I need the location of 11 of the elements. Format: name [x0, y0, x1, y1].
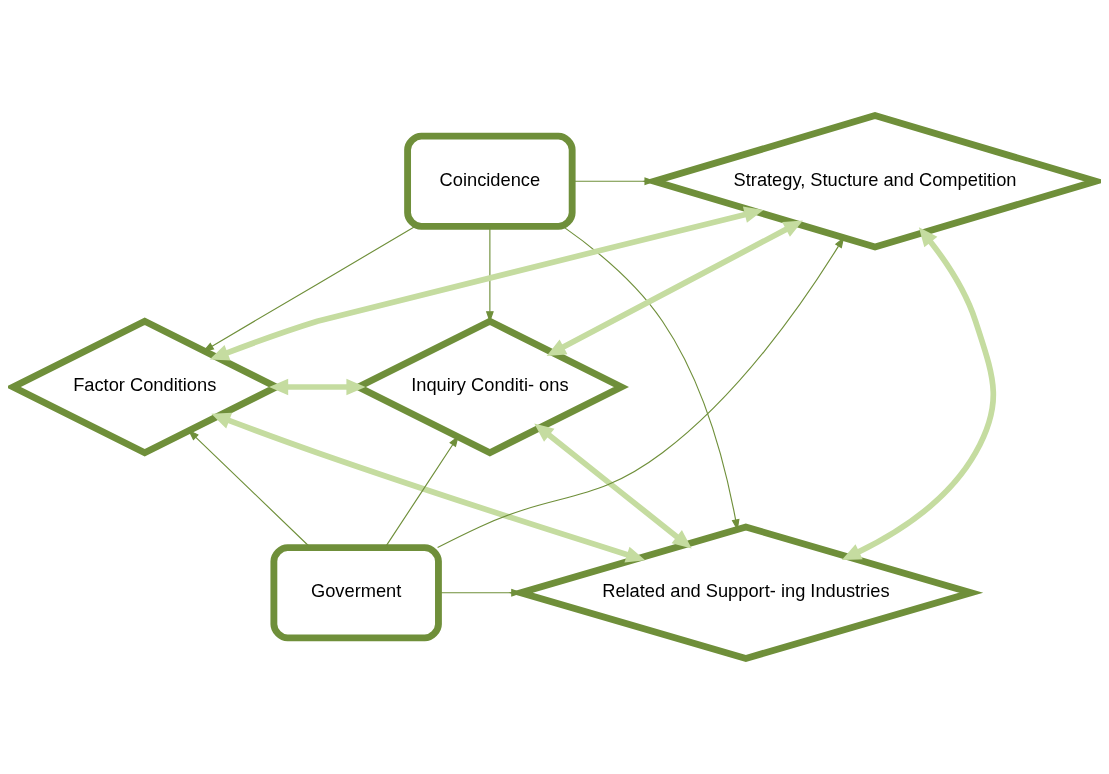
- arrow: [209, 206, 764, 361]
- node-box: Goverment: [270, 544, 442, 642]
- arrow: [534, 423, 692, 549]
- arrow: [384, 435, 459, 548]
- arrow: [841, 227, 997, 560]
- arrow: [211, 412, 646, 563]
- arrow: [202, 226, 416, 352]
- arrow: [546, 220, 803, 356]
- arrow: [187, 429, 311, 548]
- arrow: [269, 378, 366, 396]
- node-box: Coincidence: [404, 132, 576, 230]
